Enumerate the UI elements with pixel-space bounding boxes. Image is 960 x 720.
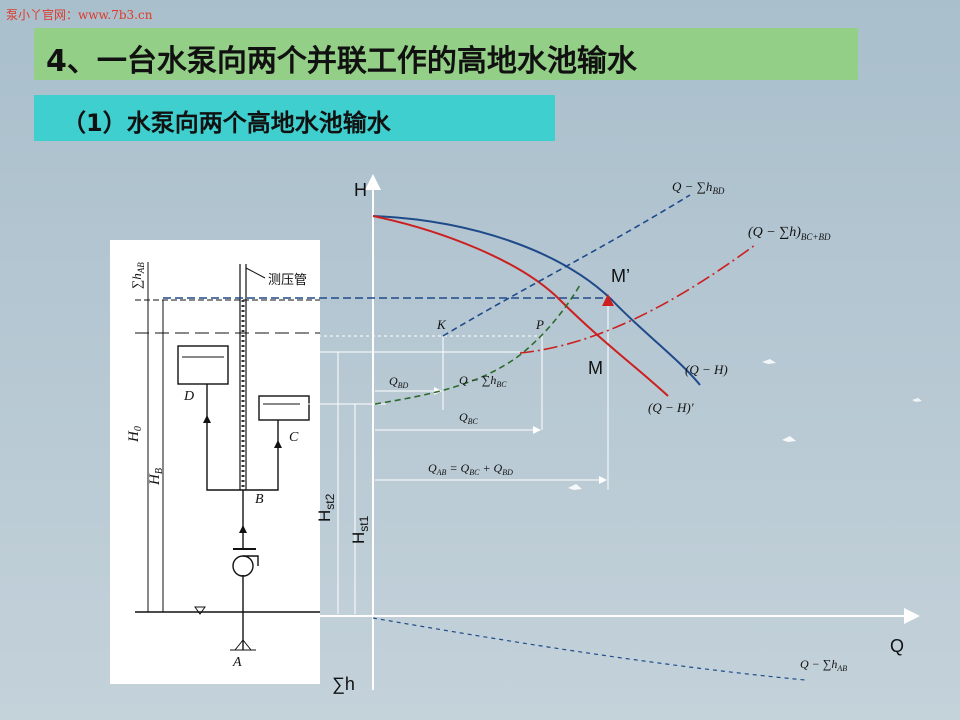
tank-c-label: C bbox=[289, 430, 299, 445]
label-q-h-bd: Q − ∑hBD bbox=[672, 179, 725, 196]
h0-label: H0 bbox=[126, 426, 144, 443]
node-a-label: A bbox=[232, 655, 242, 670]
hst1-label: Hst1 bbox=[349, 515, 371, 544]
curve-q-h-prime bbox=[372, 215, 669, 397]
node-b-label: B bbox=[255, 492, 264, 507]
loss-ab-label: ∑hAB bbox=[129, 262, 146, 289]
x-axis-label: Q bbox=[890, 636, 904, 656]
curve-q-h-ab bbox=[372, 617, 806, 681]
subtitle-banner: （1）水泵向两个高地水池输水 bbox=[34, 95, 555, 141]
y-axis-label: H bbox=[354, 180, 367, 200]
curve-q-h-bc bbox=[374, 284, 581, 405]
slide-subtitle: （1）水泵向两个高地水池输水 bbox=[62, 109, 391, 137]
label-q-h-ab: Q − ∑hAB bbox=[800, 657, 847, 673]
axes: H Q ∑h bbox=[320, 174, 920, 694]
label-q-ab-equation: QAB= QBC+ QBD bbox=[428, 461, 513, 477]
tank-d-label: D bbox=[183, 389, 194, 404]
curve-q-h-bd bbox=[442, 194, 691, 337]
tank-c bbox=[258, 395, 310, 421]
label-q-h: (Q − H) bbox=[685, 362, 728, 377]
hb-label: HB bbox=[147, 468, 165, 486]
watermark: 泵小丫官网：www.7b3.cn bbox=[6, 8, 153, 22]
label-point-p: P bbox=[535, 317, 544, 332]
pump-symbol bbox=[232, 555, 254, 577]
label-point-k: K bbox=[436, 317, 447, 332]
label-q-bc: QBC bbox=[459, 410, 479, 426]
tank-d bbox=[177, 345, 229, 385]
loss-axis-label: ∑h bbox=[332, 674, 355, 694]
label-q-h-combined: (Q − ∑h)BC+BD bbox=[748, 225, 831, 242]
schematic-drawing bbox=[135, 262, 320, 651]
curve-q-h-combined bbox=[519, 244, 756, 354]
pump-schematic-panel bbox=[110, 240, 320, 684]
label-q-h-prime: (Q − H)' bbox=[648, 400, 694, 415]
label-q-h-bc: Q − ∑hBC bbox=[459, 373, 507, 389]
curve-q-h bbox=[372, 215, 701, 386]
bird-decoration bbox=[762, 359, 776, 364]
point-m-prime-marker bbox=[602, 294, 614, 306]
gauge-label: 测压管 bbox=[268, 273, 307, 288]
schematic-labels: 测压管 ∑hAB H0 HB D C B A bbox=[126, 262, 307, 670]
title-banner: 4、一台水泵向两个并联工作的高地水池输水 bbox=[34, 28, 858, 80]
hst2-label: Hst2 bbox=[315, 493, 337, 522]
label-point-m-prime: M’ bbox=[611, 266, 630, 286]
label-point-m: M bbox=[588, 358, 603, 378]
slide-title: 4、一台水泵向两个并联工作的高地水池输水 bbox=[46, 44, 637, 79]
label-q-bd: QBD bbox=[389, 374, 409, 390]
